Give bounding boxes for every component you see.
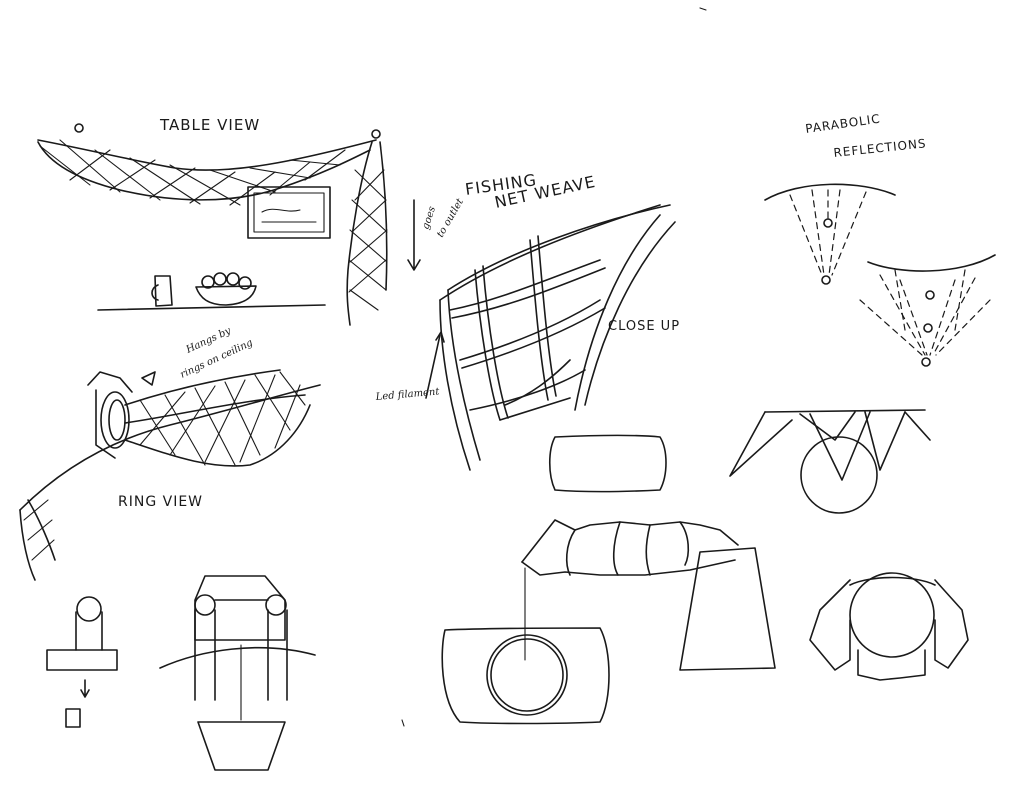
ring-view-sketch: Hangs by rings on ceiling RING VIEW	[19, 325, 321, 581]
table-view-sketch: TABLE VIEW goes to outlet	[37, 116, 467, 326]
to-outlet-note: to outlet	[435, 196, 466, 239]
parabolic-reflections-diagram: PARABOLIC REFLECTIONS	[764, 112, 996, 367]
ring-view-label: RING VIEW	[118, 494, 203, 510]
lamp-front-detail	[159, 575, 316, 771]
dome-lamp-sketch	[809, 572, 969, 681]
net-weave-closeup: FISHING NET WEAVE CLOSE UP Led filament	[374, 170, 680, 493]
canopy-lamp-sketch	[441, 519, 776, 725]
table-view-label: TABLE VIEW	[159, 116, 260, 134]
pointed-shade-sketch	[729, 409, 931, 514]
reflections-label: REFLECTIONS	[833, 136, 927, 160]
close-up-label: CLOSE UP	[608, 319, 680, 334]
ring-mount-detail	[46, 596, 118, 728]
stray-marks	[401, 7, 707, 727]
led-filament-note: Led filament	[374, 386, 441, 403]
parabolic-label: PARABOLIC	[804, 112, 881, 136]
goes-to-note: goes	[420, 205, 438, 231]
